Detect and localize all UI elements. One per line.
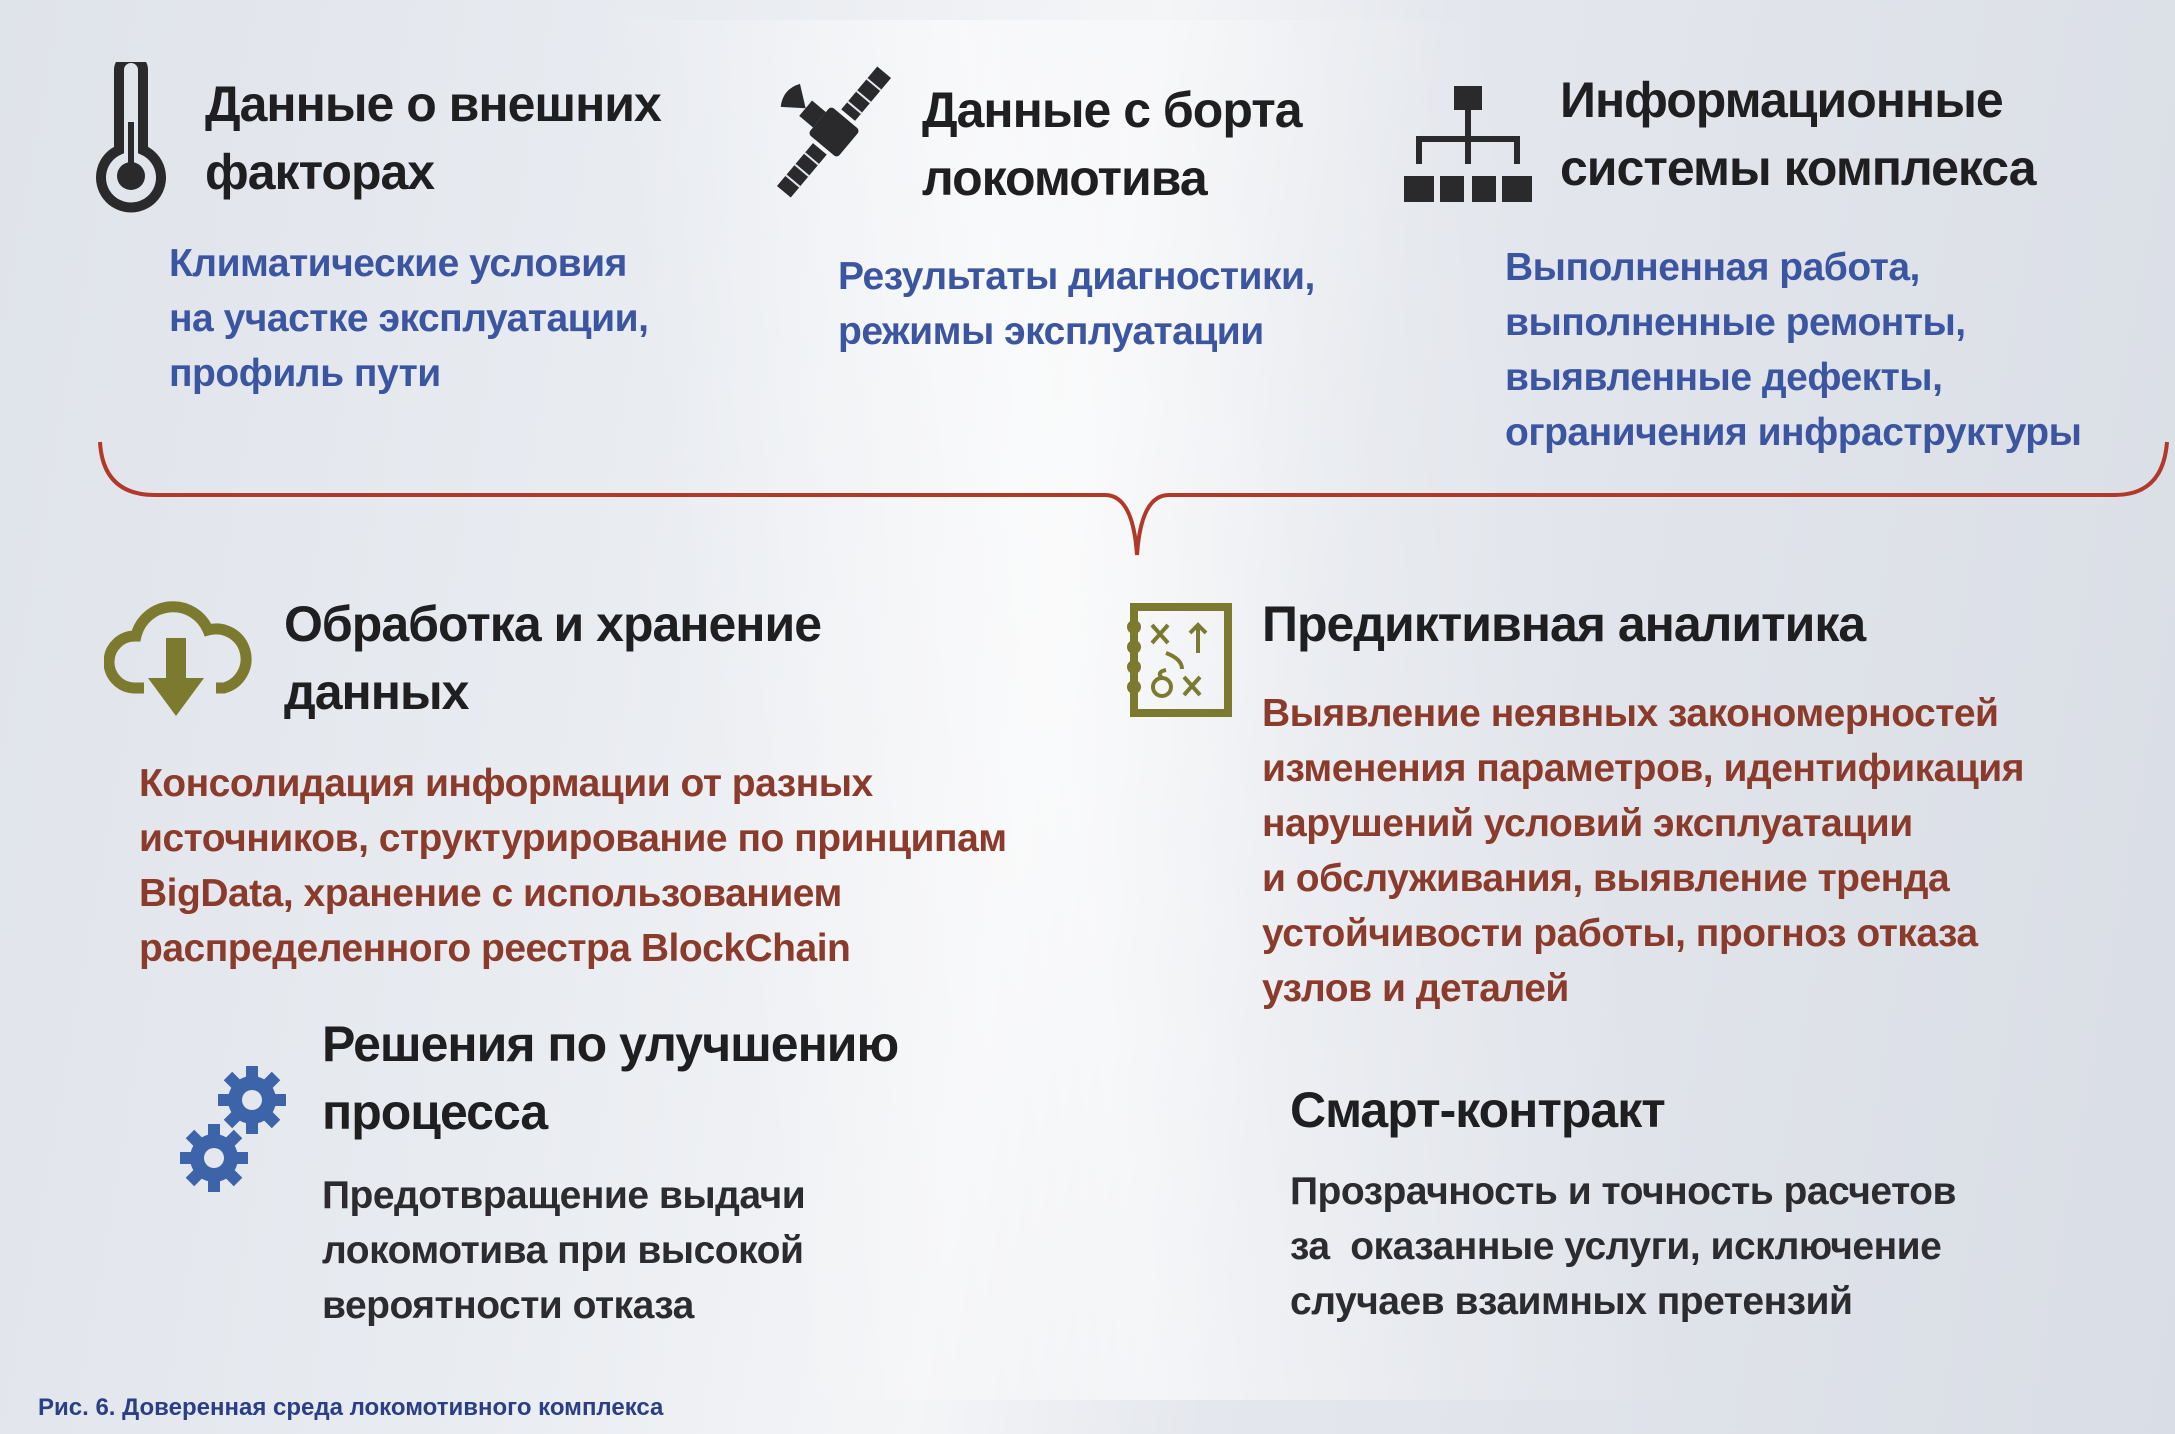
text-line: распределенного реестра BlockChain [139,927,851,970]
text-line: Выявление неявных закономерностей [1262,692,1999,735]
text-line: Прозрачность и точность расчетов [1290,1170,1956,1213]
analytics-title: Предиктивная аналитика [1262,590,1866,658]
title-line: Данные с борта [922,82,1303,138]
gears-icon [180,1066,286,1192]
text-line: Климатические условия [169,242,627,285]
text-line: локомотива при высокой [322,1229,804,1272]
title-line: Информационные [1560,72,2004,128]
source-text-external-factors: Климатические условия на участке эксплуа… [169,236,649,401]
text-line: на участке эксплуатации, [169,297,649,340]
analytics-text: Выявление неявных закономерностей измене… [1262,686,2025,1016]
text-line: режимы эксплуатации [838,310,1264,353]
source-text-information-systems: Выполненная работа, выполненные ремонты,… [1505,240,2082,460]
text-line: Предотвращение выдачи [322,1174,806,1217]
processing-title: Обработка и хранение данных [284,590,822,726]
text-line: выявленные дефекты, [1505,356,1943,399]
analytics-formula-icon [1127,603,1232,717]
title-line: данных [284,664,469,720]
smart-contract-title: Смарт-контракт [1290,1076,1666,1144]
improvement-text: Предотвращение выдачи локомотива при выс… [322,1168,806,1333]
title-line: системы комплекса [1560,140,2037,196]
smart-contract-text: Прозрачность и точность расчетов за оказ… [1290,1164,1956,1329]
text-line: Выполненная работа, [1505,246,1920,289]
text-line: узлов и деталей [1262,967,1569,1010]
title-line: Обработка и хранение [284,596,822,652]
processing-text: Консолидация информации от разных источн… [139,756,1007,976]
title-line: локомотива [922,150,1208,206]
figure-caption: Рис. 6. Доверенная среда локомотивного к… [38,1394,664,1421]
curly-brace-divider [98,441,2169,556]
text-line: Результаты диагностики, [838,255,1315,298]
source-text-onboard-data: Результаты диагностики, режимы эксплуата… [838,249,1315,359]
text-line: нарушений условий эксплуатации [1262,802,1913,845]
text-line: и обслуживания, выявление тренда [1262,857,1950,900]
text-line: выполненные ремонты, [1505,301,1966,344]
title-line: факторах [205,144,435,200]
title-line: Предиктивная аналитика [1262,596,1866,652]
text-line: за оказанные услуги, исключение [1290,1225,1942,1268]
text-line: профиль пути [169,352,441,395]
text-line: Консолидация информации от разных [139,762,873,805]
source-title-external-factors: Данные о внешних факторах [205,70,662,206]
title-line: Смарт-контракт [1290,1082,1666,1138]
cloud-download-icon [104,601,252,716]
text-line: изменения параметров, идентификация [1262,747,2025,790]
network-hierarchy-icon [1404,86,1532,202]
title-line: Данные о внешних [205,76,662,132]
title-line: Решения по улучшению [322,1016,899,1072]
text-line: устойчивости работы, прогноз отказа [1262,912,1978,955]
text-line: BigData, хранение с использованием [139,872,842,915]
source-title-onboard-data: Данные с борта локомотива [922,76,1303,212]
text-line: случаев взаимных претензий [1290,1280,1853,1323]
source-title-information-systems: Информационные системы комплекса [1560,66,2037,202]
text-line: ограничения инфраструктуры [1505,411,2082,454]
text-line: вероятности отказа [322,1284,694,1327]
thermometer-icon [96,62,166,213]
improvement-title: Решения по улучшению процесса [322,1010,899,1146]
text-line: источников, структурирование по принципа… [139,817,1007,860]
satellite-icon [776,66,892,198]
title-line: процесса [322,1084,548,1140]
